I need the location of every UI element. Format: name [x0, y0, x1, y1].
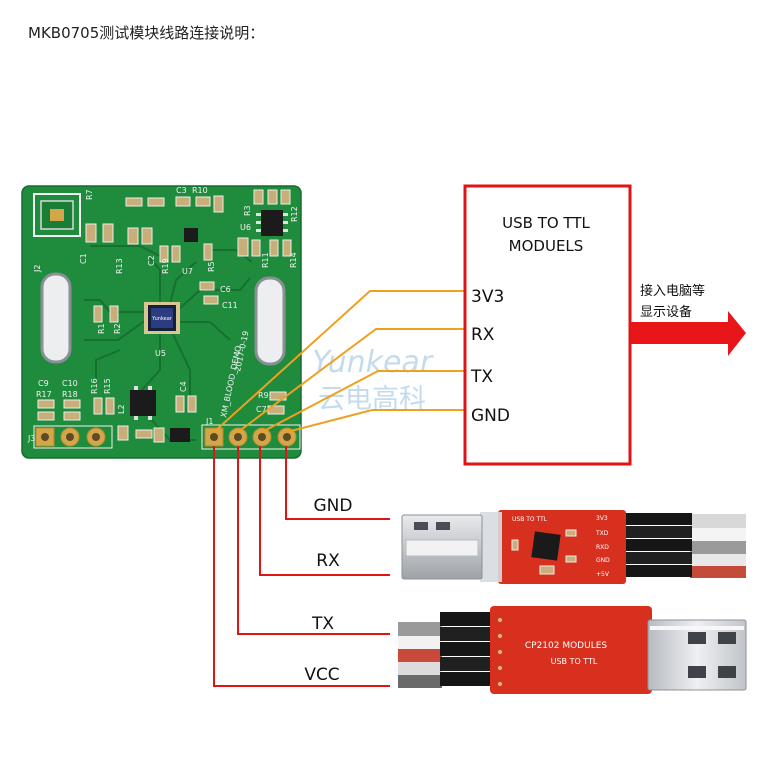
wire-gnd [286, 409, 466, 433]
chip-marking: Yunkear [151, 316, 173, 322]
output-arrow: 接入电脑等 显示设备 [631, 283, 746, 356]
silk-label: R7 [85, 189, 94, 200]
silk-label: R1 [97, 323, 106, 334]
silk-label: R17 [36, 390, 52, 399]
box-pin-label: GND [471, 406, 510, 426]
page-title: MKB0705测试模块线路连接说明： [28, 24, 264, 42]
silk-label: R12 [290, 206, 299, 222]
silk-label: R15 [103, 378, 112, 394]
silk-label: J2 [33, 265, 42, 273]
silk-label: C11 [222, 301, 238, 310]
usb-ttl-box: USB TO TTL MODUELS 3V3 RX TX GND [463, 184, 632, 466]
usb-board-label: USB TO TTL [512, 516, 548, 523]
silk-label: C2 [147, 255, 156, 266]
usb-board [490, 606, 652, 694]
silk-label: U6 [240, 223, 251, 232]
usb-plug [647, 619, 747, 691]
pcb-silkscreen: R7 C3 R10 R3 R12 U6 J2 C1 R13 C2 R19 U7 … [27, 186, 299, 443]
wire-tx-line [237, 446, 390, 635]
usb-pin-label: RXD [596, 544, 609, 551]
arrow-label: 显示设备 [640, 304, 692, 320]
usb-board-subtitle: USB TO TTL [551, 657, 598, 666]
arrow-label: 接入电脑等 [640, 283, 705, 299]
silk-label: R9 [258, 391, 269, 400]
wire-3v3 [213, 290, 466, 433]
silk-label: R13 [115, 258, 124, 274]
silk-label: C10 [62, 379, 78, 388]
wire-gnd-line [285, 446, 390, 520]
box-heading: USB TO TTL [502, 214, 590, 232]
arrow-shape [631, 311, 746, 356]
j1-header [201, 424, 301, 450]
upper-wires [213, 290, 466, 433]
chip-bottom [130, 386, 156, 420]
mounting-slot-right [254, 276, 286, 366]
j3-header [33, 425, 113, 449]
usb-pin-label: 3V3 [596, 515, 608, 522]
mounting-slot-left [40, 272, 72, 364]
box-pin-label: TX [470, 367, 493, 387]
box-outline [463, 184, 632, 466]
chip-u5: Yunkear [144, 302, 180, 334]
silk-label: R14 [289, 252, 298, 268]
usb-chip [531, 531, 561, 561]
wire-rx [237, 328, 466, 433]
silk-label: C1 [79, 253, 88, 264]
ribbon-cable [690, 514, 746, 578]
box-pin-label: RX [471, 325, 495, 345]
chip-small [170, 428, 190, 442]
silk-label: U5 [155, 349, 166, 358]
plug-collar [480, 512, 502, 582]
silk-label: C9 [38, 379, 49, 388]
header-connectors [624, 513, 692, 577]
chip-u6 [256, 210, 288, 236]
silk-label: R16 [90, 378, 99, 394]
wire-label-vcc: VCC [304, 665, 339, 685]
silk-label: C3 [176, 186, 187, 195]
silk-label: C4 [179, 381, 188, 392]
silk-label: R3 [243, 205, 252, 216]
usb-pin-label: GND [596, 557, 610, 564]
usb-pin-label: TXD [595, 530, 609, 537]
silk-label: J1 [205, 417, 213, 426]
j2-footprint [33, 193, 81, 237]
box-heading: MODUELS [509, 237, 584, 255]
usb-pin-label: +5V [596, 571, 610, 578]
silk-label: L2 [117, 404, 126, 414]
silk-label: R18 [62, 390, 78, 399]
silk-label: R5 [207, 261, 216, 272]
silk-label: R2 [113, 323, 122, 334]
chip-u7 [184, 228, 198, 242]
wire-vcc-line [213, 446, 390, 687]
watermark: Yunkear 云电高科 [312, 345, 434, 415]
usb-board-title: CP2102 MODULES [525, 641, 608, 651]
pcb-traces [84, 245, 253, 441]
silk-label: R19 [161, 258, 170, 274]
silk-label: C7 [256, 405, 267, 414]
usb-module-top: USB TO TTL 3V3 TXD RXD GND +5V [401, 510, 746, 584]
usb-board [498, 510, 626, 584]
wire-label-tx: TX [311, 614, 334, 634]
silk-label: R10 [192, 186, 208, 195]
smd-components [37, 189, 292, 443]
silk-label: U7 [182, 267, 193, 276]
wire-rx-line [259, 446, 390, 576]
silk-label: R11 [261, 252, 270, 268]
lower-wires: GND RX TX VCC [213, 446, 390, 687]
box-pin-label: 3V3 [471, 287, 504, 307]
wire-tx [261, 370, 466, 433]
silk-label: C6 [220, 285, 231, 294]
ribbon-cable [398, 622, 442, 688]
test-module-pcb: Yunkear R7 C3 R10 R3 R12 U6 J2 C1 R13 C2… [21, 185, 302, 459]
header-connectors [440, 612, 494, 686]
usb-module-bottom: CP2102 MODULES USB TO TTL [398, 606, 747, 694]
wire-label-rx: RX [316, 551, 340, 571]
silk-label: J3 [27, 434, 35, 443]
wire-label-gnd: GND [314, 496, 353, 516]
usb-plug [401, 514, 483, 580]
